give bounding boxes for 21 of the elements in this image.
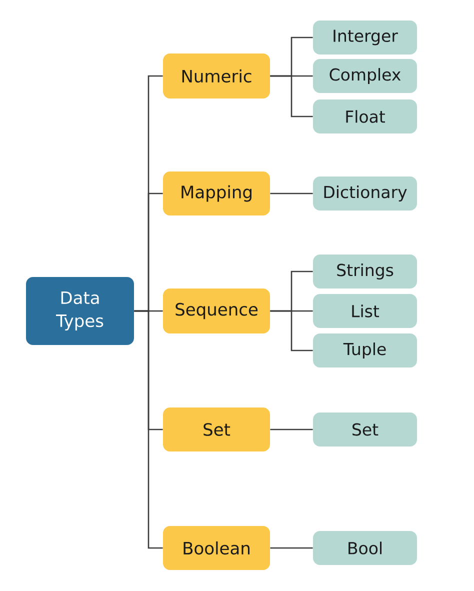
type-box: Interger [313, 20, 417, 54]
connector-line [270, 75, 313, 118]
type-box: Tuple [313, 334, 417, 368]
type-box: Dictionary [313, 176, 417, 210]
category-box: Numeric [163, 54, 270, 98]
category-box: Mapping [163, 172, 270, 216]
category-box: Sequence [163, 288, 270, 334]
type-box: Bool [313, 531, 417, 565]
category-box: Boolean [163, 526, 270, 570]
type-box: Float [313, 100, 417, 134]
connector-line [270, 547, 313, 549]
type-box: Complex [313, 59, 417, 93]
root-box: Data Types [26, 277, 134, 345]
connector-line [270, 428, 313, 430]
type-box: List [313, 294, 417, 328]
type-box: Strings [313, 254, 417, 288]
type-box: Set [313, 412, 417, 446]
connector-line [134, 310, 163, 549]
connector-line [270, 192, 313, 194]
connector-line [270, 310, 313, 352]
category-box: Set [163, 408, 270, 452]
